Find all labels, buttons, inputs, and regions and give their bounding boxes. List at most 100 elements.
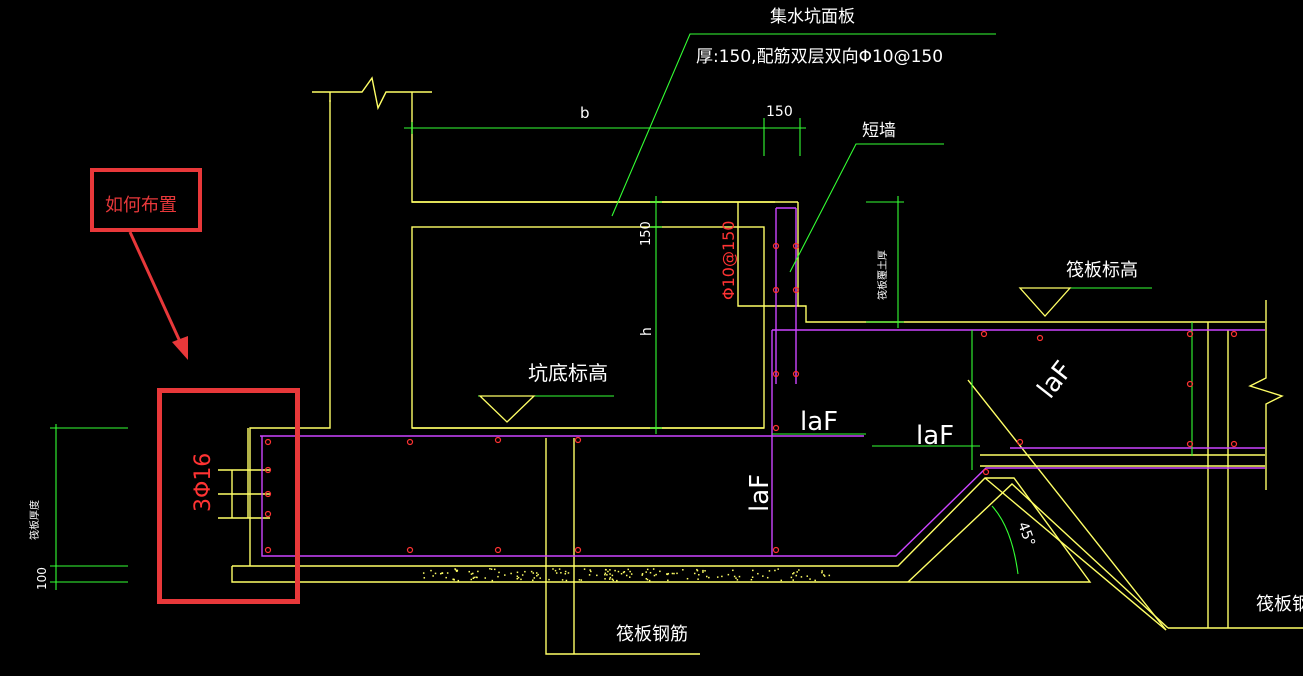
hatch-dot (752, 569, 754, 572)
hatch-dot (676, 572, 678, 575)
hatch-dot (535, 572, 538, 574)
hatch-dot (560, 572, 562, 574)
hatch-dot (793, 572, 795, 574)
hatch-dot (472, 572, 474, 575)
hatch-dot (441, 572, 443, 574)
short-wall-leader (789, 143, 944, 273)
rebar-dot (574, 436, 582, 444)
hatch-dot (727, 573, 730, 576)
hatch-dot (682, 569, 684, 571)
hatch-dot (565, 579, 568, 582)
hatch-dot (696, 569, 699, 572)
hatch-dot (620, 572, 623, 575)
hatch-dot (494, 568, 496, 571)
rebar-dot (264, 466, 272, 474)
hatch-dot (516, 577, 519, 580)
hatch-dot (814, 579, 816, 582)
hatch-dot (768, 570, 771, 572)
hatch-dot (649, 571, 652, 574)
hatch-dot (617, 570, 620, 573)
arrow-head (172, 336, 188, 360)
hatch-dot (667, 572, 670, 575)
rebar-dot (982, 468, 990, 476)
hatch-dot (821, 570, 823, 572)
rebar-dots (264, 242, 1238, 554)
hatch-dot (604, 578, 606, 580)
bottom-rebar-loop (261, 438, 1265, 557)
hatch-dot (606, 574, 608, 576)
hatch-dot (705, 575, 708, 578)
hatch-dot (516, 571, 519, 574)
hatch-dot (721, 575, 723, 578)
laf-mid-label: laF (916, 421, 954, 451)
rebar-dot (980, 330, 988, 338)
hatch-dot (702, 569, 704, 572)
hatch-dot (589, 569, 591, 571)
hatch-dot (489, 568, 491, 570)
hatch-dot (798, 569, 800, 571)
hatch-dot (608, 578, 611, 580)
pit-void (411, 226, 765, 429)
rebar-dot (772, 286, 780, 294)
hatch-dot (627, 568, 629, 571)
wall-rebar-label: Φ10@150 (719, 221, 738, 301)
hatch-dot (470, 573, 473, 575)
right-break (1248, 300, 1284, 490)
hatch-dot (609, 576, 612, 579)
hatch-dot (537, 573, 539, 576)
hatch-dot (555, 572, 558, 574)
hatch-dot (751, 576, 754, 578)
hatch-dot (645, 577, 648, 580)
hatch-dot (490, 568, 493, 570)
hatch-dot (607, 570, 609, 573)
hatch-dot (423, 577, 426, 579)
rebar-dot (1186, 440, 1194, 448)
drawing-labels: 集水坑面板 厚:150,配筋双层双向Φ10@150 短墙 筏板标高 坑底标高 筏… (28, 7, 1303, 645)
hatch-dot (704, 570, 706, 572)
hatch-dot (766, 576, 769, 579)
hatch-dot (790, 576, 793, 579)
rebar-dot (772, 242, 780, 250)
hatch-dot (716, 576, 719, 578)
hatch-dot (800, 576, 803, 578)
dim-150-side-label: 150 (639, 221, 654, 246)
hatch-dot (611, 574, 614, 577)
hatch-dot (757, 572, 759, 575)
hatch-dot (588, 574, 591, 576)
rebar-dot (792, 242, 800, 250)
hatch-dot (822, 574, 825, 576)
hatch-dot (517, 576, 520, 579)
hatch-dot (673, 572, 675, 575)
callout-box (90, 168, 202, 232)
hatch-dot (604, 572, 607, 575)
hatch-dot (567, 572, 570, 574)
laf-upper-label: laF (800, 407, 838, 437)
slope-line-1 (907, 483, 1169, 629)
rebar-lines (260, 207, 1265, 557)
hatch-dot (532, 572, 535, 574)
hatch-dot (697, 578, 699, 580)
slope-line-2 (984, 477, 1167, 631)
rebar-dot (574, 546, 582, 554)
hatch-dot (641, 574, 643, 576)
pit-elevation-triangle (478, 395, 536, 423)
hatch-dot (432, 575, 434, 577)
raft-elevation-label: 筏板标高 (1066, 260, 1138, 281)
hatch-dot (497, 575, 499, 578)
laf-diagonal-label: laF (1032, 356, 1079, 405)
pit-cover-title: 集水坑面板 (770, 7, 855, 27)
hatch-dot (659, 570, 661, 573)
hatch-dot (792, 579, 794, 581)
hatch-dot (596, 574, 598, 577)
hatch-dot (671, 572, 674, 575)
hatch-dot (698, 573, 700, 576)
dim-150-top-label: 150 (766, 104, 793, 120)
hatch-dot (750, 578, 753, 581)
hatch-dot (446, 572, 449, 574)
raft-rebar-right-label: 筏板钢筋 (1256, 594, 1303, 615)
hatch-dot (564, 573, 567, 575)
rebar-dot (264, 490, 272, 498)
hatch-dot (470, 578, 473, 581)
left-dim-text-1: 筏板厚度 (28, 500, 41, 540)
